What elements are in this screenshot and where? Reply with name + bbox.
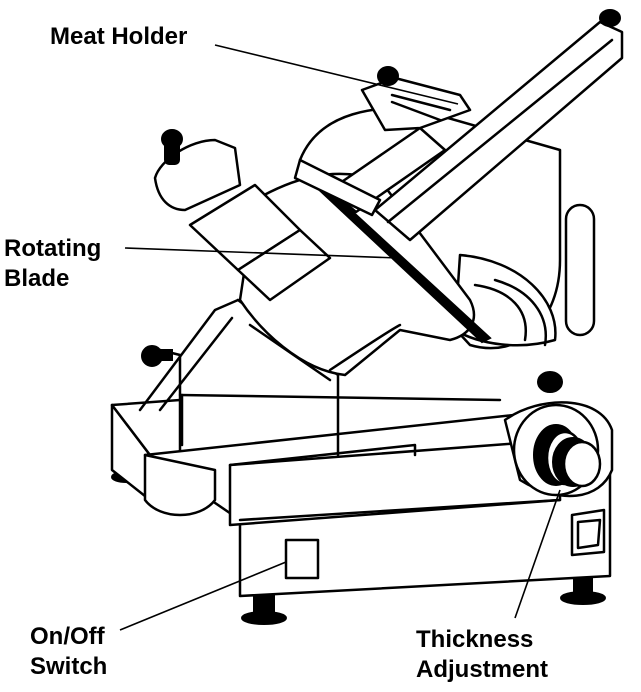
on-off-switch bbox=[284, 538, 320, 580]
carriage-arm bbox=[153, 129, 332, 302]
thickness-adjustment-knob bbox=[503, 371, 614, 498]
thickness-adjustment-label-line2: Adjustment bbox=[416, 656, 548, 683]
rotating-blade-label-line2: Blade bbox=[4, 265, 70, 292]
on-off-switch-label: On/Off Switch bbox=[30, 622, 107, 682]
on-off-switch-label-line1: On/Off bbox=[30, 623, 105, 650]
on-off-switch-label-line2: Switch bbox=[30, 653, 108, 680]
thickness-adjustment-label: Thickness Adjustment bbox=[416, 625, 548, 685]
meat-holder-label-text: Meat Holder bbox=[50, 23, 188, 50]
thickness-adjustment-label-line1: Thickness bbox=[416, 626, 534, 653]
meat-holder-label: Meat Holder bbox=[50, 22, 187, 52]
rotating-blade-label-line1: Rotating bbox=[4, 235, 102, 262]
frame-knob bbox=[141, 345, 173, 367]
leader-lines bbox=[119, 44, 561, 631]
rotating-blade-label: Rotating Blade bbox=[4, 234, 101, 294]
meat-holder bbox=[293, 9, 624, 242]
base-housing bbox=[110, 398, 612, 598]
